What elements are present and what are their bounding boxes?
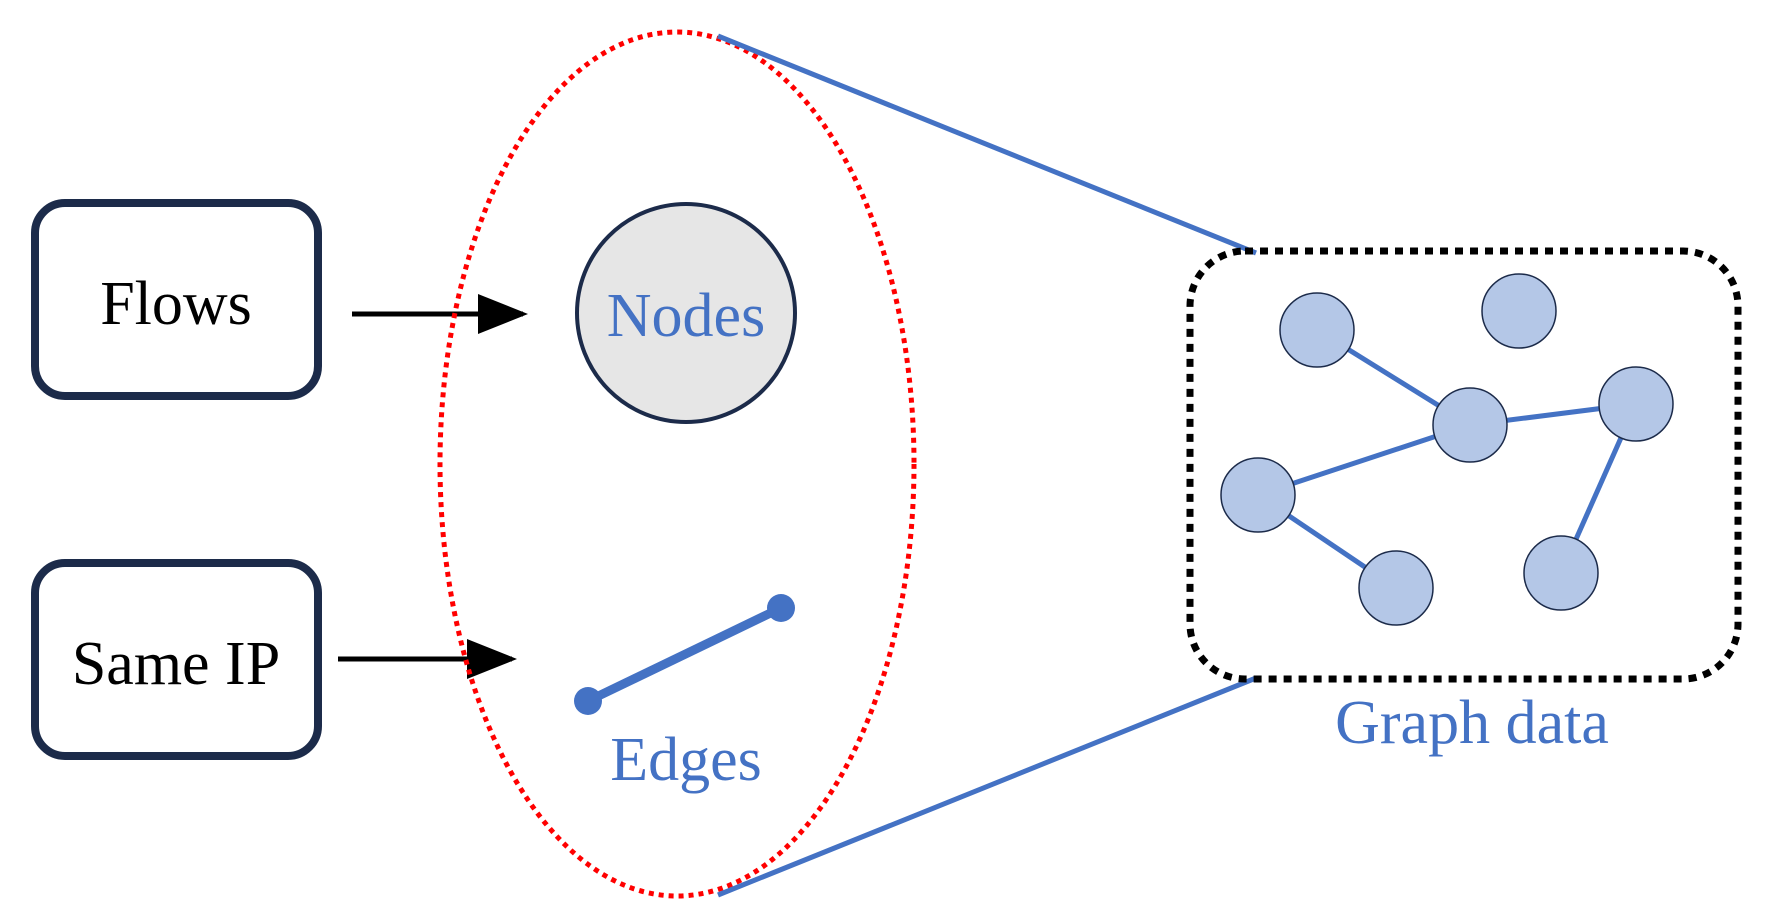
graph-frame: [1186, 247, 1742, 683]
graph-node: [1220, 457, 1296, 533]
edges-label: Edges: [610, 726, 762, 794]
graph-node: [1279, 292, 1355, 368]
same-ip-label: Same IP: [72, 630, 280, 698]
flows-box: Flows: [31, 199, 322, 400]
graph-nodes: [1220, 273, 1674, 626]
same-ip-box: Same IP: [31, 559, 322, 760]
edge-symbol: [574, 594, 795, 715]
graph-node: [1523, 535, 1599, 611]
nodes-label: Nodes: [607, 282, 765, 350]
zoom-line-top: [717, 33, 1257, 256]
nodes-circle: Nodes: [575, 202, 797, 424]
graph-node: [1481, 273, 1557, 349]
zoom-line-bottom: [717, 675, 1257, 898]
flows-label: Flows: [100, 270, 252, 338]
graph-data-caption: Graph data: [1335, 689, 1609, 757]
graph-node: [1432, 387, 1508, 463]
graph-node: [1358, 550, 1434, 626]
components-ellipse: [437, 29, 917, 899]
graph-node: [1598, 366, 1674, 442]
